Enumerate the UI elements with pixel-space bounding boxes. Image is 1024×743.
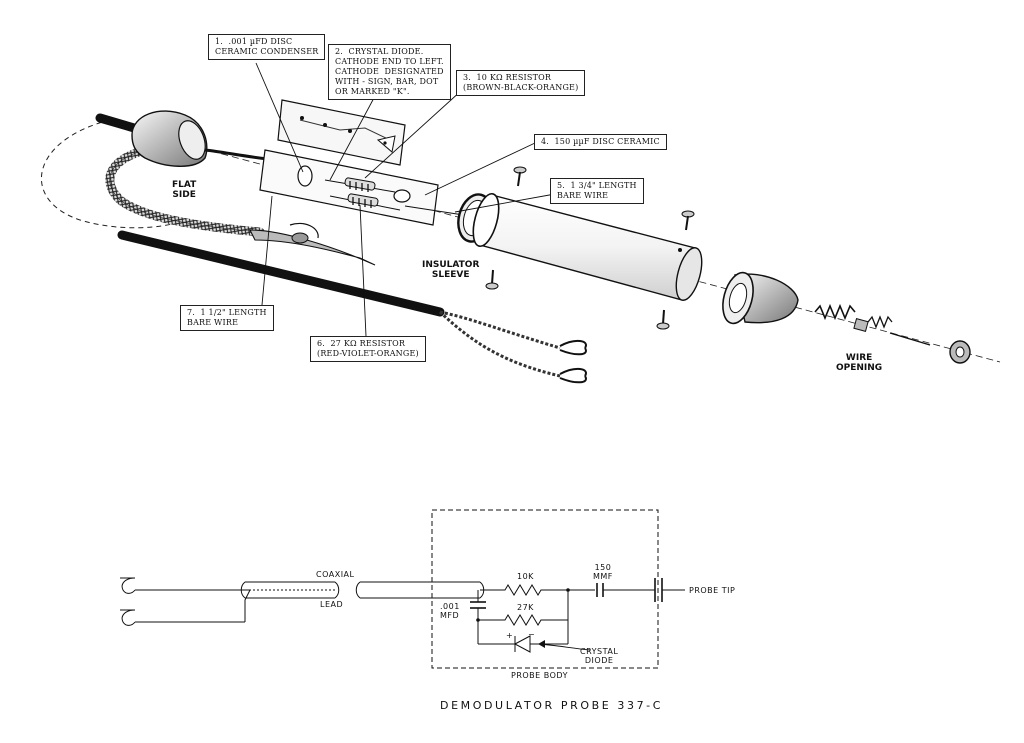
rear-cap: [131, 110, 208, 167]
lead-wire-lower: [438, 310, 561, 378]
screw-bottom-left: [485, 269, 499, 290]
callout-leaders: [255, 62, 556, 337]
probe-tip-assembly: [814, 303, 931, 346]
spade-lug-upper: [559, 340, 587, 356]
schematic-label-probe-body: PROBE BODY: [511, 671, 569, 680]
braid-outline: [109, 149, 261, 233]
tip-nut: [949, 340, 971, 364]
diode-arrowhead: [538, 640, 545, 648]
callout-resistor-27k: 6. 27 KΩ RESISTOR (RED-VIOLET-ORANGE): [310, 336, 426, 362]
schematic-label-10k: 10K: [517, 572, 534, 581]
schematic-label-crystal-diode: CRYSTAL DIODE: [580, 647, 619, 665]
label-flat-side: FLAT SIDE: [172, 180, 197, 200]
schematic-label-coaxial: COAXIAL: [316, 570, 355, 579]
schematic-spade-upper: [120, 577, 250, 594]
alligator-clip: [249, 222, 376, 266]
label-wire-opening: WIRE OPENING: [836, 353, 883, 373]
wire-27k: [478, 614, 568, 626]
lead-wire-upper: [439, 310, 561, 350]
diode-minus-sign: −: [528, 630, 536, 639]
schematic-diode: [478, 635, 568, 653]
schematic-label-27k: 27K: [517, 603, 534, 612]
schematic-coax: [240, 581, 485, 599]
probe-tube-body: [472, 192, 703, 301]
label-insulator-sleeve: INSULATOR SLEEVE: [422, 260, 480, 280]
screw-bottom-right: [656, 309, 670, 330]
schematic-label-probe-tip: PROBE TIP: [689, 586, 736, 595]
schematic-label-150mmf: 150 MMF: [593, 563, 613, 581]
callout-resistor-10k: 3. 10 KΩ RESISTOR (BROWN-BLACK-ORANGE): [456, 70, 586, 96]
probe-body-box: [431, 509, 659, 669]
schematic-spade-lower: [120, 609, 245, 626]
screw-right: [681, 210, 695, 231]
diode-plus-sign: +: [506, 631, 514, 640]
callout-crystal-diode: 2. CRYSTAL DIODE. CATHODE END TO LEFT. C…: [328, 44, 451, 100]
junction-dot: [476, 618, 480, 622]
resistor-10k-part: [324, 177, 396, 193]
callout-condenser: 1. .001 µFD DISC CERAMIC CONDENSER: [208, 34, 326, 60]
nose-cap: [722, 271, 799, 325]
callout-bare-wire-134: 5. 1 3/4" LENGTH BARE WIRE: [550, 178, 644, 204]
assembly-path-loop: [41, 119, 181, 229]
schematic: [120, 509, 685, 669]
capacitor-001: [470, 601, 486, 609]
resistor-27k-part: [329, 193, 401, 211]
schematic-label-lead: LEAD: [320, 600, 344, 609]
callout-bare-wire-112: 7. 1 1/2" LENGTH BARE WIRE: [180, 305, 274, 331]
junction-dot: [566, 588, 570, 592]
spade-lug-lower: [559, 368, 587, 384]
page-title: DEMODULATOR PROBE 337-C: [440, 699, 664, 712]
schematic-label-001mfd: .001 MFD: [440, 602, 460, 620]
coax-cable-body: [117, 230, 445, 317]
wire-10k: [480, 584, 595, 596]
screw-top: [513, 166, 527, 187]
circuit-board-back: [277, 99, 406, 166]
capacitor-150: [596, 583, 604, 597]
callout-disc-ceramic-150: 4. 150 µµF DISC CERAMIC: [534, 134, 667, 150]
circuit-board-front: [259, 149, 471, 226]
